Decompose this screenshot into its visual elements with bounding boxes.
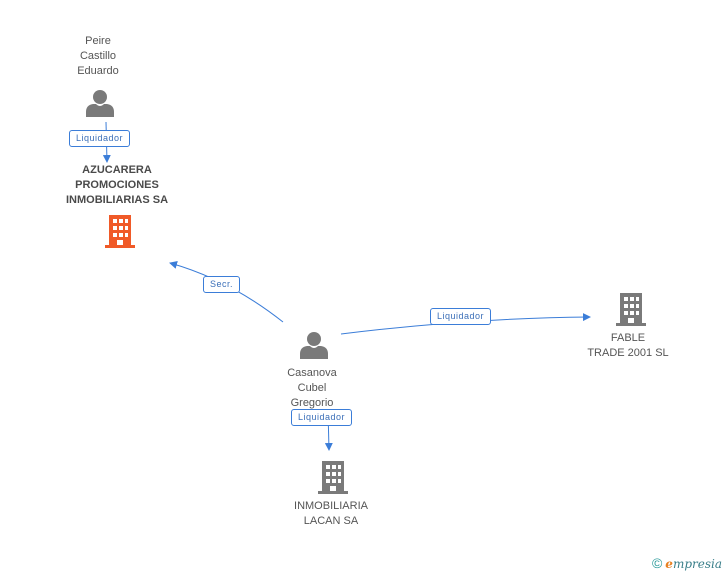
node-label-line: PROMOCIONES	[75, 179, 159, 191]
node-label-line: FABLE	[610, 332, 646, 344]
edge-role-badge[interactable]: Secr.	[203, 276, 241, 293]
node-label-line: Casanova	[287, 367, 337, 379]
node-label-line: LACAN SA	[303, 515, 359, 527]
node-label-line: Peire	[85, 35, 111, 47]
person-icon[interactable]	[86, 90, 114, 117]
building-icon[interactable]	[105, 215, 135, 248]
node-label-line: INMOBILIARIA	[294, 500, 368, 512]
building-icon[interactable]	[318, 461, 348, 494]
node-label-fable[interactable]: FABLE TRADE 2001 SL	[578, 331, 678, 361]
person-icon[interactable]	[300, 332, 328, 359]
brand-footer[interactable]: ©empresia	[652, 555, 722, 571]
node-label-line: AZUCARERA	[82, 164, 152, 176]
edge-role-badge[interactable]: Liquidador	[291, 409, 353, 426]
node-label-casanova[interactable]: Casanova Cubel Gregorio	[262, 366, 362, 411]
node-label-line: Cubel	[297, 382, 327, 394]
node-label-line: INMOBILIARIAS SA	[65, 194, 169, 206]
building-icon[interactable]	[616, 293, 646, 326]
node-label-line: TRADE 2001 SL	[587, 347, 669, 359]
copyright-symbol: ©	[651, 555, 663, 571]
node-label-line: Castillo	[79, 50, 117, 62]
edge-role-badge[interactable]: Liquidador	[430, 308, 492, 325]
node-label-azucarera[interactable]: AZUCARERA PROMOCIONES INMOBILIARIAS SA	[47, 163, 187, 208]
empresia-logo: empresia	[665, 557, 722, 571]
logo-text: mpresia	[672, 557, 722, 571]
node-label-line: Eduardo	[77, 65, 119, 77]
logo-letter: e	[665, 557, 673, 571]
node-label-lacan[interactable]: INMOBILIARIA LACAN SA	[281, 499, 381, 529]
node-label-peire[interactable]: Peire Castillo Eduardo	[48, 34, 148, 79]
edge-role-badge[interactable]: Liquidador	[69, 130, 131, 147]
node-label-line: Gregorio	[290, 397, 334, 409]
